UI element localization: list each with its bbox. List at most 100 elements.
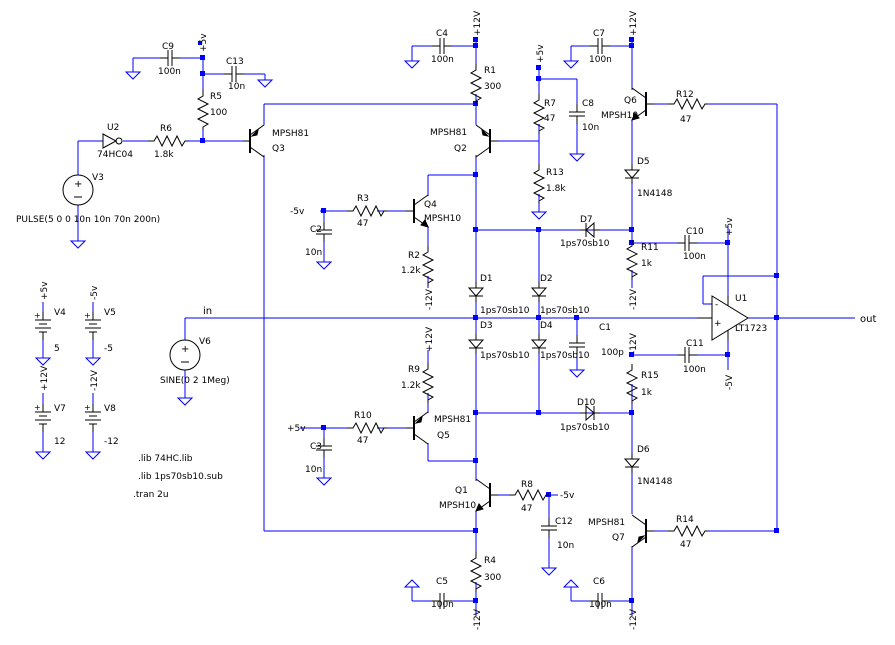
label-u2: U2 xyxy=(107,123,119,133)
label-v4-value: 5 xyxy=(54,344,60,354)
supply-m12-r11: -12V xyxy=(629,288,639,310)
label-q7-model: MPSH81 xyxy=(588,518,625,528)
label-q1-model: MPSH10 xyxy=(439,501,476,511)
label-r8-value: 47 xyxy=(521,504,532,514)
label-r11-value: 1k xyxy=(641,259,653,269)
transistor-q7 xyxy=(631,514,654,548)
label-r2: R2 xyxy=(408,251,420,261)
label-q3: Q3 xyxy=(272,144,285,154)
label-r6-value: 1.8k xyxy=(154,150,174,160)
battery-v4 xyxy=(33,310,52,341)
label-d5-value: 1N4148 xyxy=(637,189,673,199)
label-c7: C7 xyxy=(593,29,605,39)
supply-labels: +5v +12V +5v +12V +5v -12V -12V +5v +12V… xyxy=(40,10,735,630)
label-v5: V5 xyxy=(104,308,116,318)
label-d4-value: 1ps70sb10 xyxy=(540,351,590,361)
label-r8: R8 xyxy=(521,480,533,490)
capacitor-c7 xyxy=(589,37,611,55)
capacitor-c11 xyxy=(676,346,698,364)
label-r5: R5 xyxy=(210,92,222,102)
label-v4: V4 xyxy=(54,308,66,318)
label-c1-value: 100p xyxy=(601,348,624,358)
supply-p5-c9: +5v xyxy=(199,33,209,52)
label-c8-value: 10n xyxy=(582,123,599,133)
diode-d2 xyxy=(531,281,547,303)
label-r7-value: 47 xyxy=(544,114,555,124)
diode-d7 xyxy=(560,222,601,238)
diode-d1 xyxy=(468,281,484,303)
label-c4: C4 xyxy=(436,29,448,39)
label-r9: R9 xyxy=(408,365,420,375)
label-r13-value: 1.8k xyxy=(546,184,566,194)
voltage-source-v6: + xyxy=(169,339,201,371)
label-d10: D10 xyxy=(577,398,596,408)
supply-m12-q4: -12V xyxy=(425,288,435,310)
label-q7: Q7 xyxy=(612,533,625,543)
svg-text:+: + xyxy=(74,179,82,190)
supply-p5-q5: +5v xyxy=(287,424,306,434)
label-r1: R1 xyxy=(484,66,496,76)
directive-lib-1ps70: .lib 1ps70sb10.sub xyxy=(138,472,223,482)
label-c7-value: 100n xyxy=(589,55,612,65)
label-u1: U1 xyxy=(735,294,747,304)
wires xyxy=(42,40,855,616)
supply-p12-q6: +12V xyxy=(629,10,639,36)
supply-p5-r7: +5v xyxy=(536,44,546,63)
label-u1-value: LT1723 xyxy=(735,324,767,334)
battery-v8 xyxy=(83,402,102,433)
label-r14: R14 xyxy=(676,515,694,525)
label-q5: Q5 xyxy=(437,431,450,441)
directive-tran: .tran 2u xyxy=(133,490,169,500)
label-r15: R15 xyxy=(641,371,659,381)
label-r10: R10 xyxy=(354,411,372,421)
label-d4: D4 xyxy=(540,321,553,331)
label-c13-value: 10n xyxy=(228,82,245,92)
label-in: in xyxy=(203,306,212,317)
label-v5-value: -5 xyxy=(104,344,113,354)
label-c9-value: 100n xyxy=(158,67,181,77)
label-c1: C1 xyxy=(599,323,611,333)
label-r6: R6 xyxy=(160,124,172,134)
svg-text:+: + xyxy=(714,319,722,329)
label-q6-model: MPSH10 xyxy=(601,111,638,121)
label-v7-value: 12 xyxy=(54,437,65,447)
label-c5-value: 100n xyxy=(431,600,454,610)
resistor-r8 xyxy=(508,489,550,501)
label-q2: Q2 xyxy=(454,144,467,154)
label-r3: R3 xyxy=(357,194,369,204)
label-c6-value: 100n xyxy=(589,600,612,610)
label-r10-value: 47 xyxy=(357,436,368,446)
transistor-q6 xyxy=(631,87,654,121)
capacitor-c13 xyxy=(223,65,245,83)
label-d6: D6 xyxy=(637,445,650,455)
label-c4-value: 100n xyxy=(431,55,454,65)
transistor-q4 xyxy=(406,194,429,228)
battery-v5 xyxy=(83,310,102,341)
label-c9: C9 xyxy=(162,42,174,52)
label-q6: Q6 xyxy=(624,96,637,106)
label-r4-value: 300 xyxy=(484,573,501,583)
supply-m12-r15: -12V xyxy=(629,332,639,354)
resistor-r5 xyxy=(197,89,209,131)
resistor-r12 xyxy=(667,98,709,110)
label-v7: V7 xyxy=(54,404,66,414)
supply-m12-q7: -12V xyxy=(629,608,639,630)
label-d7-value: 1ps70sb10 xyxy=(560,239,610,249)
label-r12-value: 47 xyxy=(680,115,691,125)
label-d5: D5 xyxy=(637,157,650,167)
battery-v7 xyxy=(33,402,52,433)
label-v3: V3 xyxy=(92,173,104,183)
label-pulse: PULSE(5 0 0 10n 10n 70n 200n) xyxy=(16,215,160,225)
transistor-q5 xyxy=(406,411,429,445)
inverter-u2 xyxy=(102,133,123,149)
supply-m5-r8: -5v xyxy=(560,491,575,501)
label-q3-model: MPSH81 xyxy=(272,129,309,139)
opamp-u1: -+ xyxy=(697,295,749,341)
label-r2-value: 1.2k xyxy=(401,266,421,276)
supply-m5-u1: -5V xyxy=(725,374,735,390)
label-c3-value: 10n xyxy=(305,465,322,475)
transistor-q1 xyxy=(475,478,498,512)
label-c11: C11 xyxy=(686,339,704,349)
label-r3-value: 47 xyxy=(357,219,368,229)
